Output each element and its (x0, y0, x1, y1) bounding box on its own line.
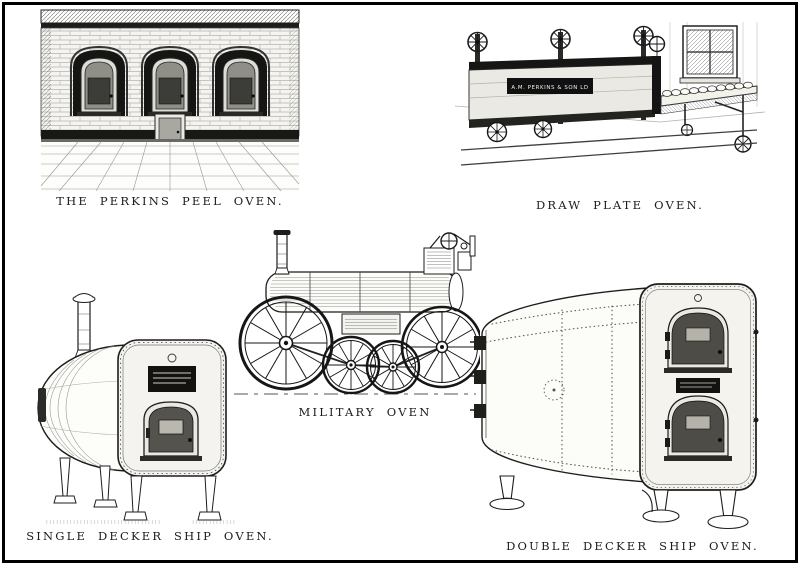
maker-plate-text: A.M. PERKINS & SON LD (511, 85, 588, 91)
oven-door-upper (664, 307, 732, 373)
draw-plate-tray (660, 81, 758, 153)
name-plaque (148, 366, 196, 392)
floor-lines (460, 129, 758, 166)
name-plaque (676, 378, 720, 393)
caption-single-decker-ship-oven: SINGLE DECKER SHIP OVEN. (26, 529, 274, 543)
oven-door (140, 401, 202, 461)
maker-plate (507, 78, 593, 94)
military-oven-illustration (234, 230, 480, 395)
caption-draw-plate-oven: DRAW PLATE OVEN. (535, 198, 705, 212)
wheel (321, 335, 381, 395)
wheel (365, 339, 421, 395)
figure-military-oven (230, 228, 480, 403)
figure-draw-plate-oven: A.M. PERKINS & SON LD (455, 22, 765, 192)
frame-scroll (641, 489, 653, 513)
emblem (167, 353, 177, 363)
oven-body: A.M. PERKINS & SON LD (468, 35, 666, 128)
window (679, 25, 741, 84)
oven-barrel (470, 287, 649, 483)
caption-perkins-peel-oven: THE PERKINS PEEL OVEN. (56, 194, 284, 208)
oven-arch (141, 45, 199, 116)
double-decker-ship-oven-illustration (470, 283, 759, 530)
hand-wheel (633, 25, 654, 47)
loaves (662, 81, 753, 97)
chimney (72, 293, 96, 359)
ceiling (40, 9, 300, 28)
oven-wheel (486, 119, 553, 143)
figure-perkins-peel-oven (35, 8, 305, 193)
caption-double-decker-ship-oven: DOUBLE DECKER SHIP OVEN. (506, 539, 759, 553)
oven-boiler-body (265, 271, 464, 313)
perkins-peel-oven-illustration (40, 9, 300, 192)
firebox-machinery (423, 232, 476, 275)
oven-arch (212, 45, 270, 116)
draw-plate-oven-illustration: A.M. PERKINS & SON LD (455, 22, 765, 166)
tiled-floor (40, 139, 300, 192)
figure-single-decker-ship-oven (18, 290, 258, 525)
oven-legs (53, 457, 222, 521)
emblem (543, 379, 565, 401)
oven-legs (489, 475, 749, 530)
oven-door-lower (664, 395, 732, 461)
oven-barrel (37, 344, 127, 472)
single-decker-ship-oven-illustration (37, 293, 236, 524)
wheel (238, 295, 334, 391)
hand-wheel (550, 28, 571, 50)
hand-wheel (467, 31, 488, 53)
caption-military-oven: MILITARY OVEN (298, 405, 432, 419)
ground-shadow (46, 520, 236, 524)
undercarriage (285, 313, 443, 368)
oven-arch (70, 45, 128, 116)
chimney (273, 230, 291, 275)
figure-double-decker-ship-oven (462, 272, 772, 537)
